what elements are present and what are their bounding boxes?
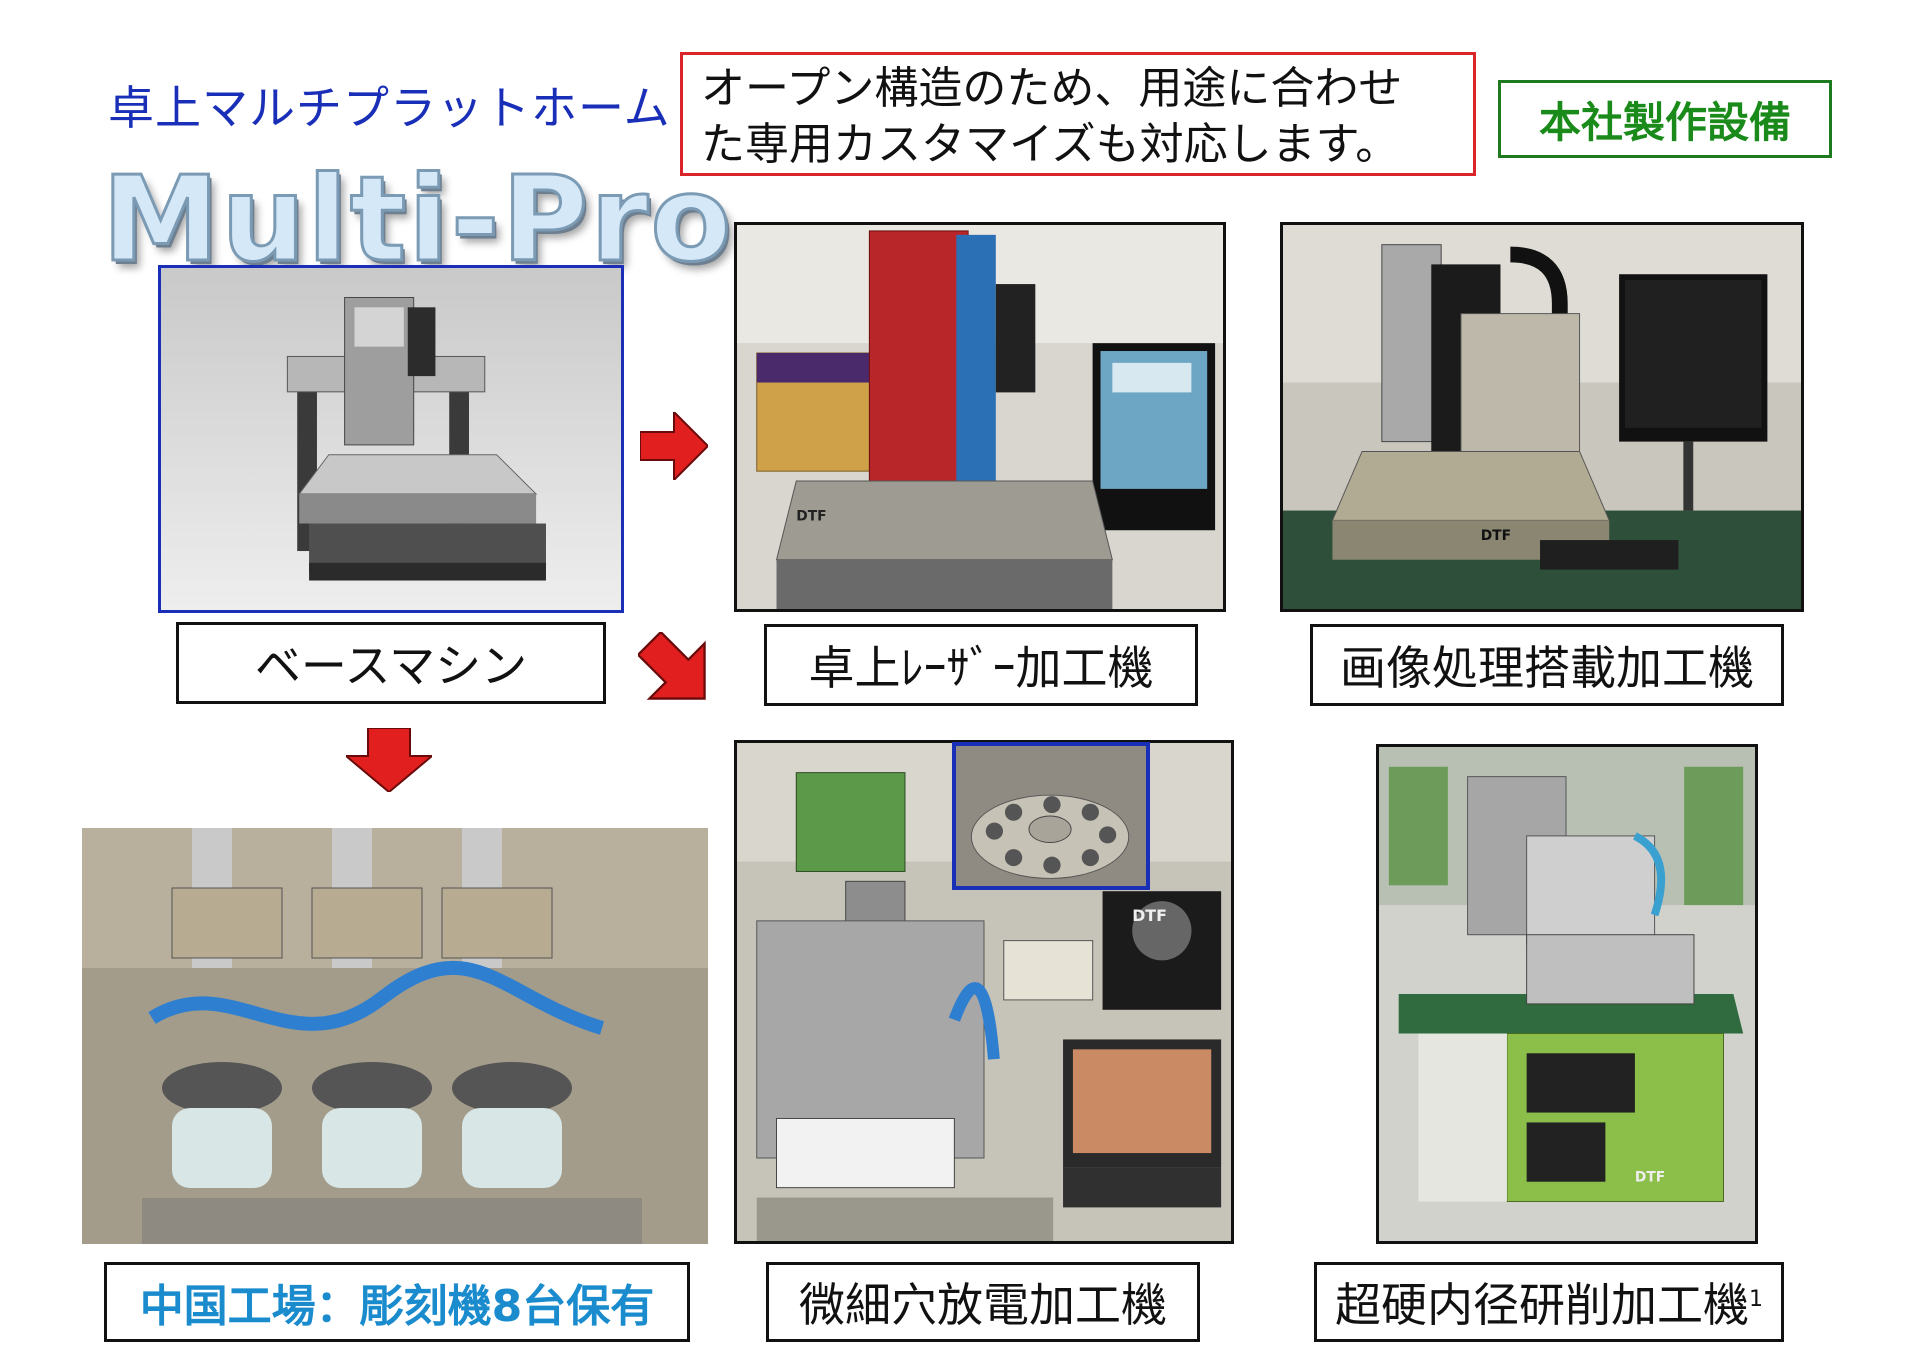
notice-line-2: た専用カスタマイズも対応します。 — [701, 119, 1400, 170]
arrow-down — [346, 728, 432, 792]
arrow-right — [640, 412, 708, 480]
arrow-diagonal-down-right — [638, 632, 716, 710]
base-machine-photo — [158, 265, 624, 613]
caption-china-factory: 中国工場：彫刻機8台保有 — [104, 1262, 690, 1342]
caption-laser-machine: 卓上ﾚｰｻﾞｰ加工機 — [764, 624, 1198, 706]
carbide-internal-grinder-photo: DTF — [1376, 744, 1758, 1244]
laser-machine-photo: DTF — [734, 222, 1226, 612]
dtf-label: DTF — [796, 508, 826, 524]
china-factory-engraver-photo — [82, 828, 708, 1244]
edm-detail-inset-photo — [952, 742, 1150, 890]
caption-grinding-machine-label: 超硬内径研削加工機 — [1335, 1278, 1749, 1332]
customization-notice: オープン構造のため、用途に合わせ た専用カスタマイズも対応します。 — [680, 52, 1476, 176]
footnote-marker: 1 — [1749, 1286, 1763, 1312]
dtf-label: DTF — [1481, 528, 1511, 544]
image-processing-machine-photo: DTF — [1280, 222, 1804, 612]
caption-edm-machine: 微細穴放電加工機 — [766, 1262, 1200, 1342]
caption-base-machine: ベースマシン — [176, 622, 606, 704]
page-subtitle: 卓上マルチプラットホーム — [108, 81, 671, 135]
notice-line-1: オープン構造のため、用途に合わせ — [701, 63, 1403, 114]
dtf-label: DTF — [1132, 906, 1167, 925]
hq-equipment-badge: 本社製作設備 — [1498, 80, 1832, 158]
dtf-label: DTF — [1635, 1170, 1665, 1186]
caption-image-processing-machine: 画像処理搭載加工機 — [1310, 624, 1784, 706]
